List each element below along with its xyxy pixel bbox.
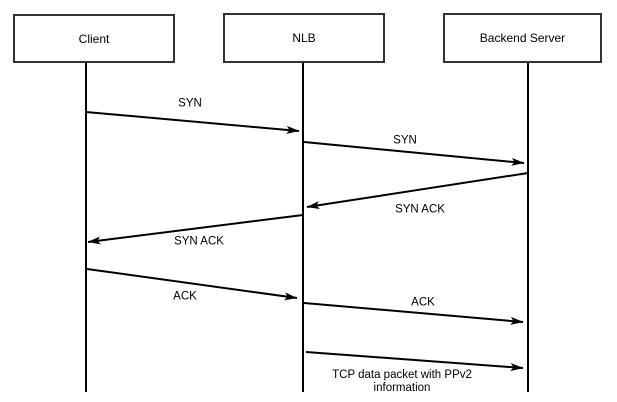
message-label-syn-client-nlb: SYN xyxy=(178,97,202,110)
participant-label-backend: Backend Server xyxy=(479,31,566,45)
message-label-ack-nlb-backend: ACK xyxy=(411,296,435,309)
participant-label-client: Client xyxy=(78,31,110,46)
participant-label-nlb: NLB xyxy=(292,31,316,45)
arrow-syn-nlb-to-backend xyxy=(303,141,525,166)
arrow-tcpdata-nlb-to-backend xyxy=(305,351,524,372)
participant-box-nlb: NLB xyxy=(223,13,385,63)
arrow-ack-nlb-to-backend xyxy=(303,302,524,325)
message-label-tcpdata-nlb-backend: TCP data packet with PPv2 information xyxy=(332,368,472,394)
arrow-ack-client-to-nlb xyxy=(86,268,298,301)
message-label-synack-nlb-client: SYN ACK xyxy=(174,235,224,248)
arrow-syn-client-to-nlb xyxy=(85,111,300,134)
message-label-syn-nlb-backend: SYN xyxy=(393,134,417,147)
arrow-synack-nlb-to-client xyxy=(87,214,304,245)
message-label-ack-client-nlb: ACK xyxy=(173,290,197,303)
participant-box-backend: Backend Server xyxy=(443,13,602,63)
arrow-synack-backend-to-nlb xyxy=(306,172,529,210)
participant-box-client: Client xyxy=(13,14,175,63)
message-label-synack-backend-nlb: SYN ACK xyxy=(395,203,445,216)
